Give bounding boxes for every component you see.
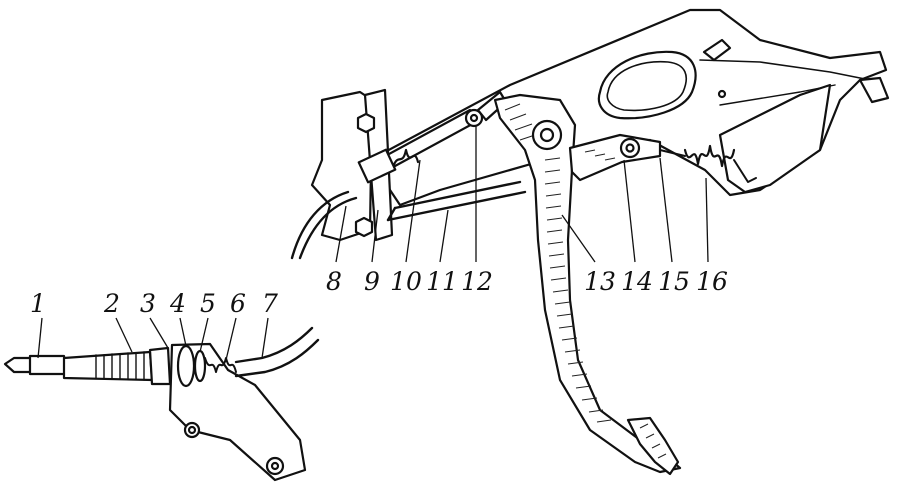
callout-12: 12 bbox=[461, 267, 493, 296]
callout-11: 11 bbox=[426, 267, 458, 296]
rod-11 bbox=[386, 180, 527, 222]
callout-6: 6 bbox=[230, 289, 246, 318]
callout-16: 16 bbox=[696, 267, 728, 296]
callout-7: 7 bbox=[262, 289, 278, 318]
callout-leaders bbox=[37, 126, 709, 361]
callout-labels: 1 2 3 4 5 6 7 8 9 10 11 12 13 14 15 16 bbox=[30, 267, 728, 318]
return-lever-14 bbox=[568, 133, 662, 182]
callout-1: 1 bbox=[30, 289, 46, 318]
pedal-shading bbox=[504, 103, 612, 423]
callout-3: 3 bbox=[140, 289, 156, 318]
nut-bottom bbox=[354, 216, 374, 238]
cable-adjuster-assembly bbox=[3, 326, 320, 482]
callout-10: 10 bbox=[390, 267, 422, 296]
callout-13: 13 bbox=[584, 267, 616, 296]
callout-2: 2 bbox=[103, 289, 120, 318]
pedal-bracket bbox=[368, 8, 890, 207]
callout-14: 14 bbox=[621, 267, 653, 296]
callout-9: 9 bbox=[364, 267, 380, 296]
callout-8: 8 bbox=[326, 267, 342, 296]
callout-5: 5 bbox=[200, 289, 216, 318]
nut-top bbox=[356, 112, 376, 134]
callout-15: 15 bbox=[658, 267, 690, 296]
spring-left bbox=[357, 148, 420, 184]
return-spring-16 bbox=[659, 144, 757, 183]
callout-4: 4 bbox=[169, 289, 186, 318]
